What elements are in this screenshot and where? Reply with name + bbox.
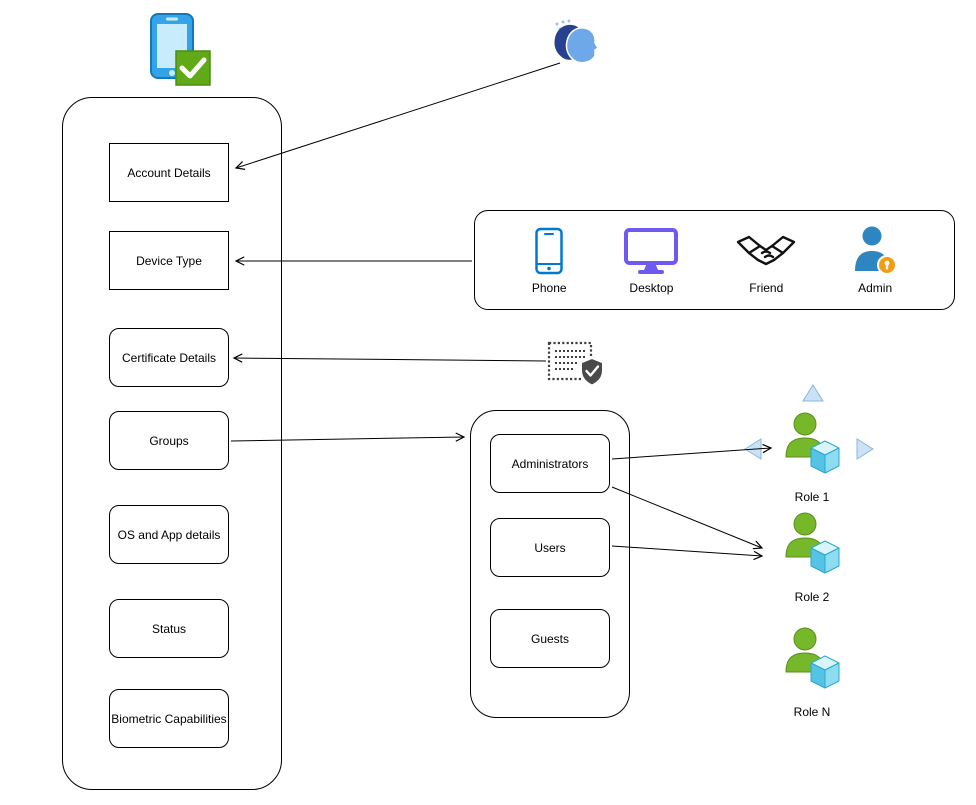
- phone-icon: [534, 226, 564, 276]
- node-label: Guests: [530, 631, 569, 646]
- hover-arrow-up-icon[interactable]: [802, 384, 824, 402]
- node-os-app-details[interactable]: OS and App details: [109, 505, 229, 564]
- device-type-desktop[interactable]: Desktop: [623, 226, 679, 295]
- node-role-2[interactable]: Role 2: [777, 512, 847, 604]
- desktop-icon: [623, 226, 679, 276]
- role-person-cube-icon: [781, 412, 843, 483]
- role-label: Role 2: [794, 590, 830, 604]
- role-person-cube-icon: [781, 627, 843, 698]
- node-label: Certificate Details: [121, 350, 217, 365]
- node-administrators[interactable]: Administrators: [490, 434, 610, 493]
- admin-user-icon: [853, 226, 898, 276]
- role-person-cube-icon: [781, 512, 843, 583]
- node-label: OS and App details: [117, 527, 221, 542]
- device-types-container[interactable]: Phone Desktop: [474, 210, 955, 310]
- certificate-shield-icon[interactable]: [547, 336, 605, 388]
- node-device-type[interactable]: Device Type: [109, 231, 229, 290]
- node-groups[interactable]: Groups: [109, 411, 229, 470]
- handshake-icon: [736, 226, 796, 276]
- device-type-phone[interactable]: Phone: [532, 226, 567, 295]
- node-certificate-details[interactable]: Certificate Details: [109, 328, 229, 387]
- role-label: Role 1: [794, 490, 830, 504]
- node-label: Biometric Capabilities: [111, 711, 227, 726]
- node-role-n[interactable]: Role N: [777, 627, 847, 719]
- device-type-label: Friend: [749, 280, 784, 295]
- identity-faces-icon[interactable]: [551, 19, 600, 64]
- node-label: Account Details: [127, 165, 211, 180]
- node-label: Administrators: [511, 456, 589, 471]
- role-label: Role N: [793, 705, 831, 719]
- mobile-device-verified-icon[interactable]: [148, 13, 212, 87]
- node-status[interactable]: Status: [109, 599, 229, 658]
- hover-arrow-right-icon[interactable]: [856, 438, 874, 460]
- connector-administrators-to-role-2[interactable]: [611, 486, 764, 550]
- device-type-label: Desktop: [629, 280, 674, 295]
- node-label: Users: [534, 540, 566, 555]
- device-type-admin[interactable]: Admin: [853, 226, 898, 295]
- node-label: Groups: [149, 433, 189, 448]
- hover-arrow-left-icon[interactable]: [744, 438, 762, 460]
- connector-identity-to-account-details[interactable]: [234, 62, 561, 170]
- connector-users-to-role-2[interactable]: [611, 545, 764, 561]
- node-label: Status: [151, 621, 187, 636]
- device-type-friend[interactable]: Friend: [736, 226, 796, 295]
- device-type-label: Phone: [531, 280, 567, 295]
- node-label: Device Type: [136, 253, 202, 268]
- node-biometric-capabilities[interactable]: Biometric Capabilities: [109, 689, 229, 748]
- node-users[interactable]: Users: [490, 518, 610, 577]
- node-role-1[interactable]: Role 1: [777, 412, 847, 504]
- node-guests[interactable]: Guests: [490, 609, 610, 668]
- device-type-label: Admin: [858, 280, 893, 295]
- node-account-details[interactable]: Account Details: [109, 143, 229, 202]
